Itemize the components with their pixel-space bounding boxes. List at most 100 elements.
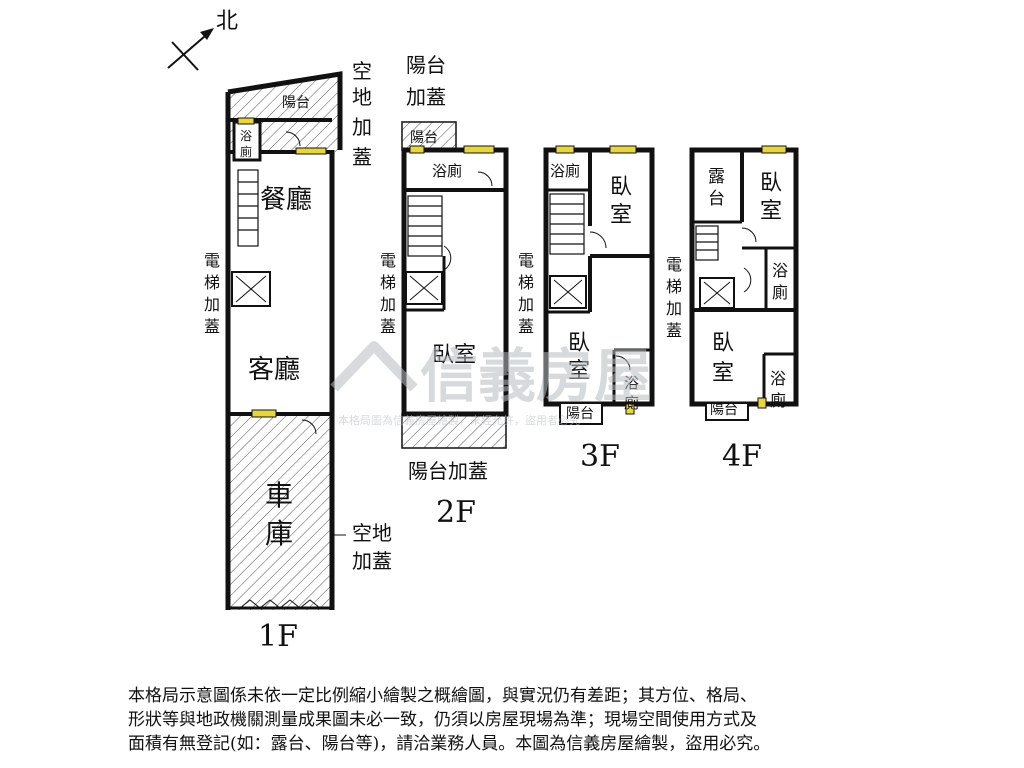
room-bedroom: 臥 [712, 331, 734, 356]
svg-text:空: 空 [352, 59, 372, 83]
north-compass: 北 [167, 9, 238, 71]
room-balcony: 陽台 [710, 402, 738, 418]
compass-label: 北 [216, 9, 238, 34]
floor-label: 4F [722, 439, 762, 474]
disclaimer-line: 本格局示意圖係未依一定比例縮小繪製之概繪圖，與實況仍有差距；其方位、格局、 [128, 686, 757, 706]
svg-text:梯: 梯 [380, 273, 396, 292]
svg-text:蓋: 蓋 [666, 321, 682, 340]
watermark-notice: 本格局圖為信義房屋繪製，未經允許，盜用者必究 [338, 413, 580, 427]
room-terrace: 台 [708, 189, 725, 209]
side-note-open-top: 空 地 加 蓋 [352, 59, 372, 169]
room-bath: 廁 [240, 144, 252, 159]
room-bedroom: 臥室 [432, 343, 476, 368]
door-arc [285, 131, 301, 147]
staircase [549, 193, 585, 255]
door-arc [615, 355, 631, 371]
side-note-elevator: 電 梯 加 蓋 [518, 251, 534, 336]
1f-bath-box [232, 120, 262, 162]
room-garage: 車 [265, 479, 293, 512]
svg-text:陽台: 陽台 [406, 53, 446, 77]
compass-arrow-head [200, 28, 214, 40]
window [555, 145, 575, 154]
balcony-addition-bottom [401, 413, 507, 449]
room-bath: 廁 [624, 394, 639, 412]
room-living: 客廳 [248, 355, 300, 385]
floor-3f: 浴廁 臥 室 臥 室 浴 廁 陽台 3F 電 梯 加 蓋 [518, 145, 655, 474]
side-note-elevator: 電 梯 加 蓋 [380, 251, 396, 336]
svg-text:蓋: 蓋 [352, 145, 372, 169]
window [237, 117, 255, 125]
watermark: 信義房屋 本格局圖為信義房屋繪製，未經允許，盜用者必究 [330, 341, 652, 427]
room-balcony: 陽台 [282, 95, 310, 111]
svg-text:電: 電 [518, 251, 534, 270]
svg-text:空地: 空地 [352, 521, 392, 545]
floor-label: 1F [258, 619, 298, 654]
window [463, 145, 495, 154]
brand-logo-icon [330, 341, 418, 392]
window [409, 145, 425, 154]
svg-text:加: 加 [380, 295, 396, 314]
room-terrace: 露 [708, 167, 725, 187]
elevator-box [231, 271, 271, 307]
door-arc [443, 245, 452, 271]
room-bedroom: 臥 [568, 331, 590, 356]
elevator-box [699, 277, 735, 309]
room-bath: 浴 [240, 129, 252, 143]
side-note-bottom: 陽台加蓋 [408, 459, 488, 483]
watermark-brand: 信義房屋 [420, 342, 652, 410]
room-bedroom: 室 [760, 199, 782, 224]
side-note-elevator: 電 梯 加 蓋 [666, 255, 682, 340]
door-arc [589, 231, 607, 249]
2f-outer-wall [401, 147, 509, 417]
disclaimer-line: 形狀等與地政機關測量成果圖未必一致，仍須以房屋現場為準；現場空間使用方式及 [128, 710, 757, 730]
svg-text:梯: 梯 [518, 273, 534, 292]
window [625, 403, 635, 415]
room-bath: 廁 [770, 391, 786, 410]
svg-text:加蓋: 加蓋 [352, 549, 392, 573]
garage-area [230, 414, 330, 610]
svg-text:加蓋: 加蓋 [406, 85, 446, 109]
room-bedroom: 室 [712, 361, 734, 386]
side-note-top: 陽台 加蓋 [406, 53, 446, 109]
door-arc [743, 267, 752, 293]
room-bath: 廁 [772, 283, 788, 302]
svg-text:蓋: 蓋 [204, 317, 220, 336]
3f-balcony [559, 404, 603, 425]
room-bath: 浴廁 [550, 162, 580, 180]
svg-text:加: 加 [204, 295, 220, 314]
room-bedroom: 臥 [610, 175, 632, 200]
svg-text:梯: 梯 [204, 273, 220, 292]
svg-text:蓋: 蓋 [518, 317, 534, 336]
svg-text:地: 地 [352, 85, 372, 109]
floor-label: 2F [436, 495, 476, 530]
room-bedroom: 室 [568, 359, 590, 384]
window [251, 409, 277, 418]
side-note-open-bottom: 空地 加蓋 [352, 521, 392, 573]
window [295, 147, 327, 155]
room-bath: 浴 [772, 261, 788, 280]
svg-text:蓋: 蓋 [380, 317, 396, 336]
1f-outer-wall [225, 71, 343, 610]
room-balcony: 陽台 [566, 406, 594, 422]
disclaimer-line: 面積有無登記(如：露台、陽台等)，請洽業務人員。本圖為信義房屋繪製，盜用必究。 [128, 734, 771, 754]
garage-door [239, 599, 321, 609]
window [761, 145, 787, 154]
floor-2f: 陽台 浴廁 臥室 2F 陽台 加蓋 電 梯 加 蓋 陽台加蓋 [380, 53, 509, 530]
room-balcony: 陽台 [410, 130, 438, 146]
room-bath: 浴廁 [432, 162, 462, 180]
elevator-box [549, 275, 587, 309]
floor-label: 3F [580, 439, 620, 474]
floor-4f: 露 台 臥 室 浴 廁 臥 室 浴 廁 陽台 4F 電 梯 加 蓋 [666, 145, 799, 474]
svg-text:電: 電 [204, 251, 220, 270]
floor-1f: 陽台 浴 廁 餐廳 客廳 車 庫 1F 空 地 加 蓋 電 梯 加 蓋 空地 加… [204, 59, 392, 654]
window [757, 397, 767, 409]
disclaimer: 本格局示意圖係未依一定比例縮小繪製之概繪圖，與實況仍有差距；其方位、格局、 形狀… [128, 684, 908, 756]
room-bedroom: 室 [610, 203, 632, 228]
svg-text:加: 加 [518, 295, 534, 314]
svg-text:電: 電 [666, 255, 682, 274]
room-garage: 庫 [265, 517, 293, 550]
svg-text:加: 加 [666, 299, 682, 318]
window [609, 145, 637, 154]
side-note-elevator: 電 梯 加 蓋 [204, 251, 220, 336]
